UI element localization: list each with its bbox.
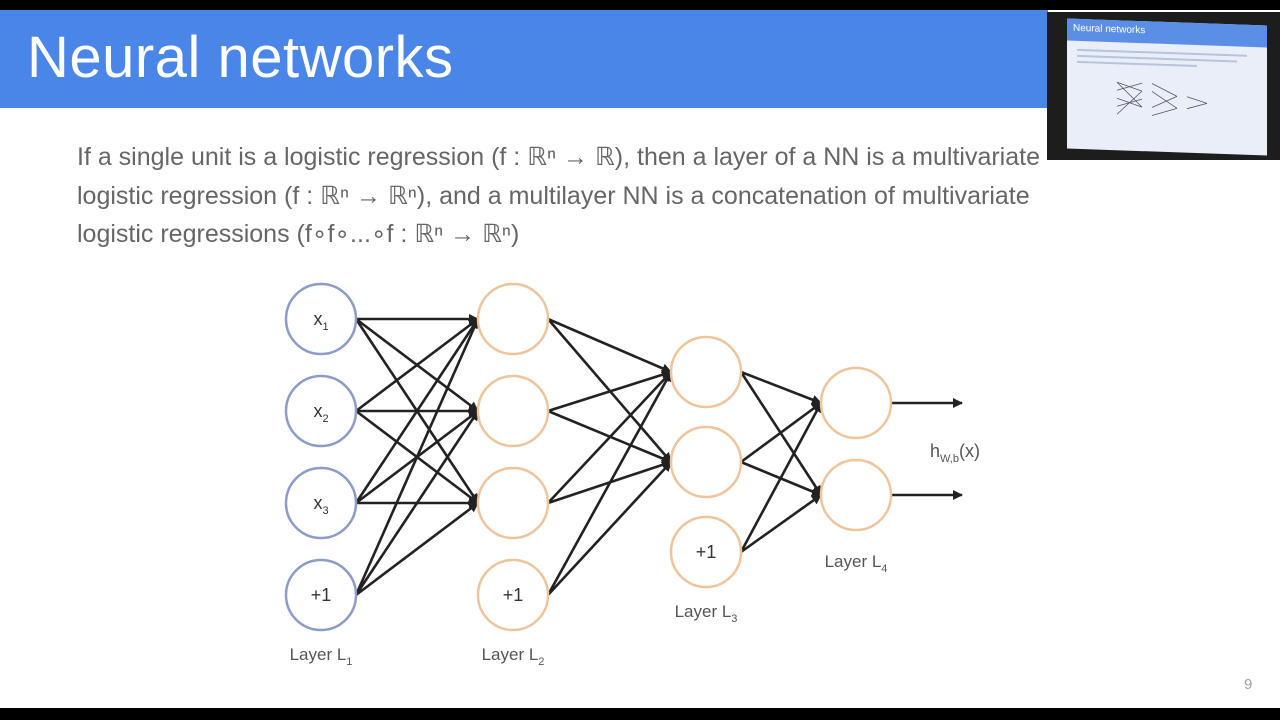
connection-edge [740,401,822,464]
neural-network-diagram: x1 x2 x3 +1 +1 +1 Layer L1 Layer L2 Layer L3 Lay… [284,282,980,668]
projected-slide: Neural networks [1067,18,1267,156]
connection-edge [547,317,672,374]
neuron-node [819,366,893,440]
connection-edge [354,410,480,596]
node-circle [476,282,550,356]
title-bar: Neural networks [0,10,1048,108]
presenter-video-thumbnail: Neural networks [1047,12,1280,160]
neuron-node [669,425,743,499]
node-circle [476,466,550,540]
output-label-argument: (x) [959,441,980,461]
connection-edge [740,370,822,405]
layer-label: Layer L1 [290,645,353,668]
connection-edge [546,371,673,596]
output-label: hW,b(x) [930,441,980,465]
body-line: logistic regressions (f∘f∘...∘f : ℝⁿ → ℝ… [77,220,520,248]
connection-edge [740,493,822,554]
connection-edge [739,402,823,553]
layer-label-subscript: 2 [538,656,544,668]
layer-label: Layer L2 [482,645,545,668]
node-circle [669,335,743,409]
node-label-subscript: 2 [322,413,328,425]
node-circle [476,558,550,632]
neuron-node [476,282,550,356]
node-label-subscript: 3 [322,505,328,517]
node-circle [819,458,893,532]
input-node: x3 [284,466,358,540]
layer-label-subscript: 3 [731,613,737,625]
neuron-node [476,466,550,540]
node-circle [284,466,358,540]
node-circle [476,374,550,448]
body-line: logistic regression (f : ℝⁿ → ℝⁿ), and a… [77,181,1030,210]
neuron-node: +1 [476,558,550,632]
slide-number: 9 [1244,676,1253,693]
neuron-node [819,458,893,532]
neuron-node [476,374,550,448]
input-node: +1 [284,558,358,632]
node-label: +1 [503,585,524,605]
node-label-subscript: 1 [322,321,328,333]
node-label: +1 [696,542,717,562]
node-circle [819,366,893,440]
connection-edge [355,317,479,413]
neuron-node: +1 [669,515,743,589]
layer-label-subscript: 1 [346,656,352,668]
connection-edge [354,318,480,504]
neuron-node [669,335,743,409]
layer-label-subscript: 4 [881,563,887,575]
input-node: x1 [284,282,358,356]
connection-edge [547,371,672,504]
layer-label: Layer L4 [825,552,888,575]
layer-label: Layer L3 [675,602,738,625]
slide-body-text: If a single unit is a logistic regressio… [77,138,1177,254]
node-circle [284,558,358,632]
node-label: +1 [311,585,332,605]
slide-title: Neural networks [27,25,454,90]
node-circle [284,374,358,448]
node-circle [669,515,743,589]
node-circle [669,425,743,499]
connection-edge [354,318,480,596]
body-line: If a single unit is a logistic regressio… [77,143,1040,171]
connection-edge [547,461,672,596]
output-label-subscript: W,b [940,453,959,465]
input-node: x2 [284,374,358,448]
projected-diagram [1116,81,1208,116]
connection-edge [547,369,672,413]
node-circle [284,282,358,356]
connection-edge [355,501,479,597]
